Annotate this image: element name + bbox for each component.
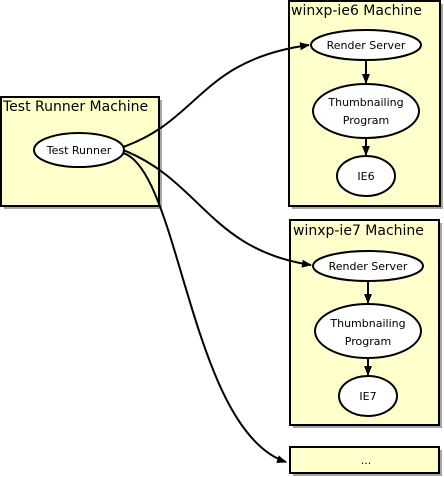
ie7-thumbnailing-label-line1: Thumbnailing <box>329 317 405 330</box>
ie6-browser-node <box>336 155 396 197</box>
ie7-browser-node <box>338 375 398 417</box>
ie6-browser-label: IE6 <box>357 170 374 183</box>
ie6-thumbnailing-label-line2: Program <box>343 114 389 127</box>
ie7-browser-label: IE7 <box>359 390 376 403</box>
test-runner-node-label: Test Runner <box>46 144 112 157</box>
ie6-thumbnailing-node <box>312 83 420 139</box>
winxp-ie6-machine-title: winxp-ie6 Machine <box>291 3 422 19</box>
runner-to-ie6-edge <box>122 42 310 148</box>
test-runner-machine: Test Runner Machine Test Runner <box>0 96 162 209</box>
runner-to-more-edge <box>122 152 287 463</box>
ie7-thumbnailing-node <box>314 303 422 359</box>
ie7-render-server-label: Render Server <box>329 260 408 273</box>
runner-to-ie7-edge <box>122 149 312 268</box>
more-machines-label: ... <box>361 454 372 467</box>
winxp-ie7-machine-title: winxp-ie7 Machine <box>293 223 424 239</box>
ie6-thumbnailing-label-line1: Thumbnailing <box>327 96 403 109</box>
ie7-thumbnailing-label-line2: Program <box>345 335 391 348</box>
winxp-ie7-machine: winxp-ie7 Machine Render Server Thumbnai… <box>289 219 442 428</box>
winxp-ie6-machine: winxp-ie6 Machine Render Server Thumbnai… <box>288 0 443 209</box>
test-runner-machine-title: Test Runner Machine <box>2 99 148 115</box>
ie6-render-server-label: Render Server <box>327 39 406 52</box>
more-machines-box: ... <box>289 446 442 476</box>
